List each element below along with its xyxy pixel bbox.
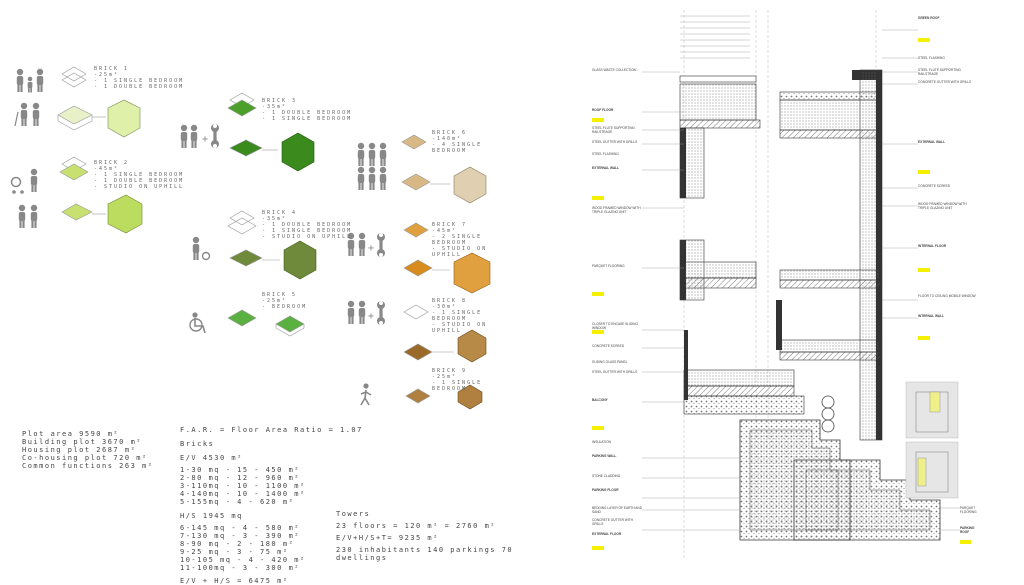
brick-2-label: BRICK 2-45m²- 1 SINGLE BEDROOM- 1 DOUBLE… [94, 160, 185, 190]
section-drawing [642, 10, 960, 560]
brick-diagrams: + + + [0, 0, 520, 420]
svg-text:+: + [368, 311, 374, 322]
construction-section: GLASS WASTE COLLECTION ROOF FLOOR STEEL … [580, 0, 1024, 576]
people-icons: + + + [10, 68, 387, 406]
svg-text:+: + [368, 243, 374, 254]
brick-8-label: BRICK 8-30m²- 1 SINGLE BEDROOM- STUDIO O… [432, 298, 488, 334]
far-title: F.A.R. = Floor Area Ratio = 1.07 [180, 426, 363, 434]
wheelchair-icon [189, 312, 206, 334]
site-stats: Plot area 9590 m² Building plot 3670 m² … [22, 430, 154, 470]
people-wrench-icon-2: + [347, 300, 385, 325]
walking-person-icon [360, 383, 372, 406]
brick-1-label: BRICK 1-25m²- 1 SINGLE BEDROOM- 1 DOUBLE… [94, 66, 185, 90]
brick-4-label: BRICK 4-35m²- 1 DOUBLE BEDROOM- 1 SINGLE… [262, 210, 353, 240]
svg-text:+: + [202, 134, 208, 145]
elderly-icon [14, 102, 40, 127]
isometric-bricks [57, 66, 491, 410]
walker-icon [192, 236, 211, 261]
bricks-heading: Bricks [180, 440, 215, 448]
brick-7-label: BRICK 7-45m²- 2 SINGLE BEDROOM- STUDIO O… [432, 222, 488, 258]
brick-6-label: BRICK 6-140m²- 4 SINGLE BEDROOM [432, 130, 483, 154]
worker-wrench-icon: + [180, 124, 219, 148]
brick-9-label: BRICK 9-25m²- 1 SINGLE BEDROOM [432, 368, 483, 392]
stroller-icon [10, 168, 38, 194]
brick-5-label: BRICK 5-25m²- BEDROOM [262, 292, 308, 310]
brick-3-label: BRICK 3-35m²- 1 DOUBLE BEDROOM- 1 SINGLE… [262, 98, 353, 122]
towers-stats: Towers 23 floors = 120 m² = 2760 m² E/V+… [336, 510, 514, 562]
people-wrench-icon: + [347, 232, 385, 257]
